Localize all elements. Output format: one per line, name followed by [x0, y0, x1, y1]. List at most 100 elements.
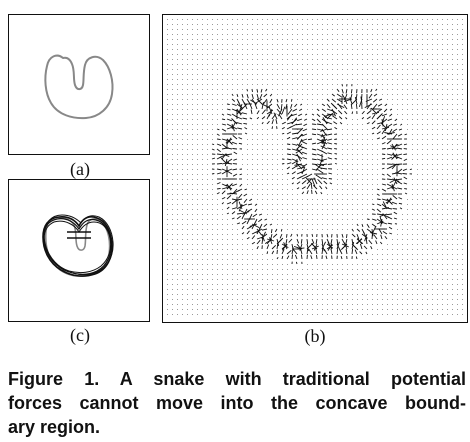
grid-dot: [452, 109, 453, 110]
grid-dot: [222, 89, 223, 90]
force-vector: [315, 247, 318, 255]
grid-dot: [402, 19, 403, 20]
force-vector: [276, 256, 279, 260]
grid-dot: [372, 49, 373, 50]
grid-dot: [212, 239, 213, 240]
grid-dot: [287, 219, 288, 220]
grid-dot: [312, 34, 313, 35]
grid-dot: [272, 84, 273, 85]
grid-dot: [292, 289, 293, 290]
grid-dot: [267, 199, 268, 200]
grid-dot: [222, 269, 223, 270]
grid-dot: [402, 44, 403, 45]
grid-dot: [302, 34, 303, 35]
force-vector: [261, 238, 264, 245]
force-vector: [246, 217, 251, 225]
grid-dot: [197, 94, 198, 95]
force-vector: [333, 121, 338, 125]
grid-dot: [312, 79, 313, 80]
grid-dot: [447, 194, 448, 195]
grid-dot: [192, 34, 193, 35]
grid-dot: [247, 264, 248, 265]
grid-dot: [227, 294, 228, 295]
force-vector: [350, 88, 353, 94]
grid-dot: [347, 279, 348, 280]
force-vector: [290, 103, 293, 109]
grid-dot: [447, 89, 448, 90]
force-vector: [236, 204, 244, 210]
grid-dot: [437, 194, 438, 195]
grid-dot: [317, 204, 318, 205]
grid-dot: [177, 289, 178, 290]
grid-dot: [337, 189, 338, 190]
grid-dot: [382, 274, 383, 275]
grid-dot: [432, 49, 433, 50]
grid-dot: [342, 49, 343, 50]
grid-dot: [237, 234, 238, 235]
grid-dot: [372, 79, 373, 80]
grid-dot: [232, 314, 233, 315]
grid-dot: [227, 269, 228, 270]
grid-dot: [437, 64, 438, 65]
force-vector: [381, 183, 387, 186]
grid-dot: [442, 69, 443, 70]
grid-dot: [462, 74, 463, 75]
grid-dot: [432, 144, 433, 145]
grid-dot: [182, 64, 183, 65]
grid-dot: [342, 179, 343, 180]
grid-dot: [292, 49, 293, 50]
force-vector: [263, 98, 268, 105]
grid-dot: [272, 314, 273, 315]
force-vector: [372, 98, 378, 103]
grid-dot: [447, 104, 448, 105]
grid-dot: [307, 264, 308, 265]
grid-dot: [377, 84, 378, 85]
force-vector: [404, 192, 408, 195]
grid-dot: [377, 149, 378, 150]
grid-dot: [397, 19, 398, 20]
force-vector: [345, 117, 348, 120]
grid-dot: [292, 219, 293, 220]
grid-dot: [177, 129, 178, 130]
force-vector: [300, 254, 303, 260]
grid-dot: [257, 154, 258, 155]
grid-dot: [212, 24, 213, 25]
grid-dot: [302, 79, 303, 80]
force-vector: [371, 113, 376, 120]
grid-dot: [427, 204, 428, 205]
force-vector: [299, 108, 303, 111]
grid-dot: [197, 164, 198, 165]
grid-dot: [447, 234, 448, 235]
grid-dot: [187, 289, 188, 290]
grid-dot: [417, 199, 418, 200]
grid-dot: [172, 264, 173, 265]
grid-dot: [207, 299, 208, 300]
grid-dot: [207, 104, 208, 105]
force-vector: [344, 97, 348, 105]
force-vector: [359, 243, 363, 250]
grid-dot: [412, 294, 413, 295]
grid-dot: [357, 204, 358, 205]
force-vector: [384, 123, 388, 132]
grid-dot: [312, 229, 313, 230]
grid-dot: [432, 164, 433, 165]
grid-dot: [367, 64, 368, 65]
grid-dot: [182, 44, 183, 45]
grid-dot: [202, 254, 203, 255]
force-vector: [386, 178, 393, 181]
grid-dot: [217, 64, 218, 65]
force-vector: [221, 118, 226, 121]
grid-dot: [322, 34, 323, 35]
grid-dot: [427, 174, 428, 175]
force-vector: [311, 178, 316, 187]
grid-dot: [442, 79, 443, 80]
force-vector: [311, 142, 317, 145]
grid-dot: [302, 309, 303, 310]
force-vector: [356, 228, 361, 232]
force-vector: [366, 103, 372, 110]
force-vector: [381, 188, 387, 192]
grid-dot: [422, 114, 423, 115]
grid-dot: [197, 114, 198, 115]
force-vector: [258, 218, 263, 223]
force-vector: [355, 256, 358, 260]
